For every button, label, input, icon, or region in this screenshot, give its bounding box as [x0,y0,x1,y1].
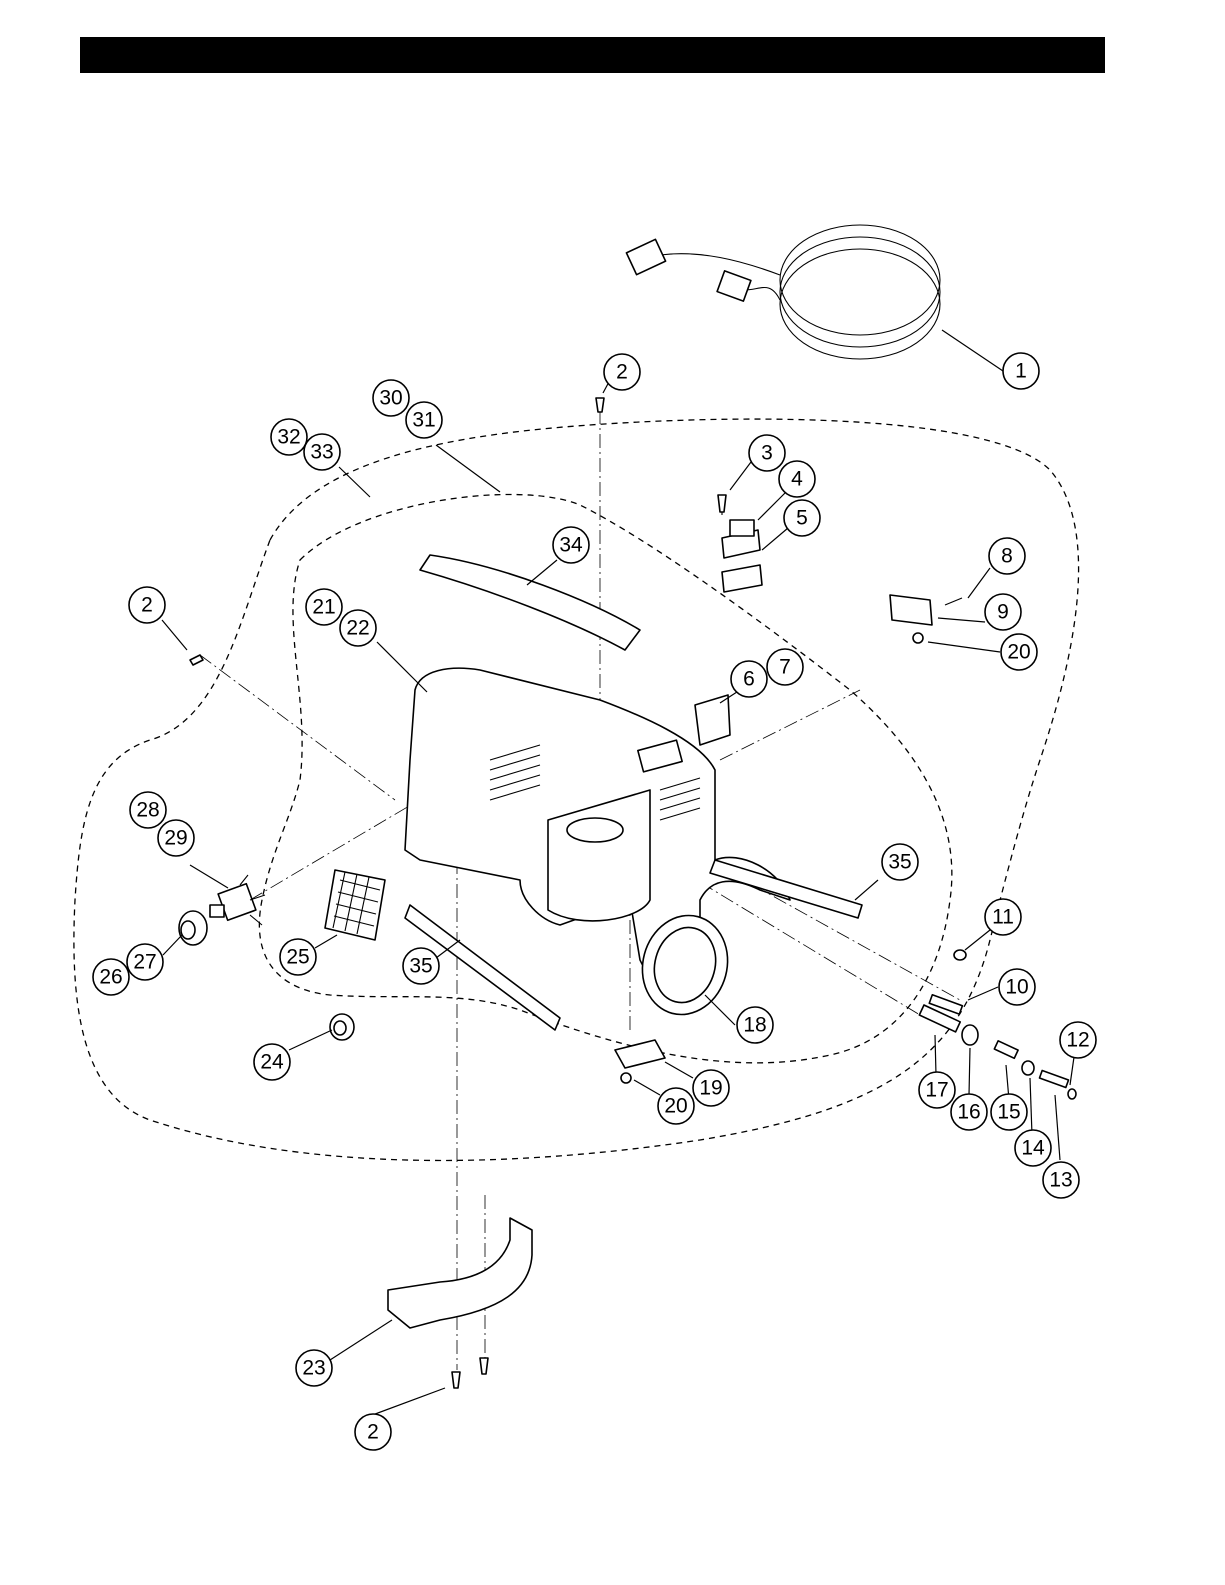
svg-text:7: 7 [779,656,791,679]
svg-text:35: 35 [409,955,432,978]
svg-text:23: 23 [302,1357,325,1380]
callout-5: 5 [784,500,820,536]
callout-18: 18 [737,1007,773,1043]
callout-22: 22 [340,610,376,646]
svg-text:19: 19 [699,1077,722,1100]
rail-right [710,860,862,918]
plug [330,1014,354,1040]
svg-text:2: 2 [367,1421,379,1444]
svg-text:2: 2 [616,361,628,384]
svg-text:21: 21 [312,596,335,619]
svg-text:29: 29 [164,827,187,850]
svg-text:3: 3 [761,442,773,465]
callout-1: 1 [1003,353,1039,389]
svg-text:20: 20 [664,1095,687,1118]
callout-6: 6 [731,661,767,697]
callout-2-left: 2 [129,587,165,623]
svg-text:31: 31 [412,409,435,432]
callout-33: 33 [304,434,340,470]
svg-text:33: 33 [310,441,333,464]
svg-text:1: 1 [1015,360,1027,383]
callout-11: 11 [985,899,1021,935]
callout-10: 10 [999,969,1035,1005]
svg-text:32: 32 [277,426,300,449]
svg-text:8: 8 [1001,545,1013,568]
svg-text:5: 5 [796,507,808,530]
callout-34: 34 [553,527,589,563]
callout-30: 30 [373,380,409,416]
svg-text:17: 17 [925,1079,948,1102]
callout-16: 16 [951,1094,987,1130]
callout-7: 7 [767,649,803,685]
callout-32: 32 [271,419,307,455]
callout-26: 26 [93,959,129,995]
callout-4: 4 [779,461,815,497]
housing [405,668,790,979]
callout-2-bottom: 2 [355,1414,391,1450]
callout-12: 12 [1060,1022,1096,1058]
callout-2-top: 2 [604,354,640,390]
svg-text:24: 24 [260,1051,284,1074]
svg-text:12: 12 [1066,1029,1089,1052]
svg-text:28: 28 [136,799,159,822]
callout-35-left: 35 [403,948,439,984]
svg-text:35: 35 [888,851,911,874]
svg-text:25: 25 [286,946,309,969]
svg-text:11: 11 [992,906,1014,929]
callout-25: 25 [280,939,316,975]
callout-19: 19 [693,1070,729,1106]
grommet [179,911,207,945]
callout-24: 24 [254,1044,290,1080]
top-cover-panel [420,555,640,650]
callout-31: 31 [406,402,442,438]
callout-13: 13 [1043,1162,1079,1198]
svg-text:10: 10 [1005,976,1028,999]
outlet-assembly [722,495,762,592]
callout-8: 8 [989,538,1025,574]
svg-text:9: 9 [997,601,1009,624]
svg-text:30: 30 [379,387,402,410]
gasket-plate [615,1040,665,1083]
svg-text:34: 34 [559,534,583,557]
callout-28: 28 [130,792,166,828]
filter-screen [325,870,385,940]
callout-3: 3 [749,435,785,471]
cover-plate [695,695,730,745]
svg-text:13: 13 [1049,1169,1072,1192]
svg-text:20: 20 [1007,641,1030,664]
callout-17: 17 [919,1072,955,1108]
callout-20-right: 20 [1001,634,1037,670]
callout-20-bottom: 20 [658,1088,694,1124]
svg-text:2: 2 [141,594,153,617]
callout-15: 15 [991,1094,1027,1130]
svg-text:15: 15 [997,1101,1020,1124]
power-cord [626,225,940,359]
callout-23: 23 [296,1350,332,1386]
svg-text:27: 27 [133,951,156,974]
svg-text:26: 26 [99,966,122,989]
callout-35-right: 35 [882,844,918,880]
callout-29: 29 [158,820,194,856]
svg-text:18: 18 [743,1014,766,1037]
svg-text:14: 14 [1021,1137,1045,1160]
svg-text:4: 4 [791,468,803,491]
svg-text:6: 6 [743,668,755,691]
callout-21: 21 [306,589,342,625]
callout-27: 27 [127,944,163,980]
base-bracket [388,1218,532,1328]
callout-9: 9 [985,594,1021,630]
svg-text:22: 22 [346,617,369,640]
callout-14: 14 [1015,1130,1051,1166]
svg-text:16: 16 [957,1101,980,1124]
